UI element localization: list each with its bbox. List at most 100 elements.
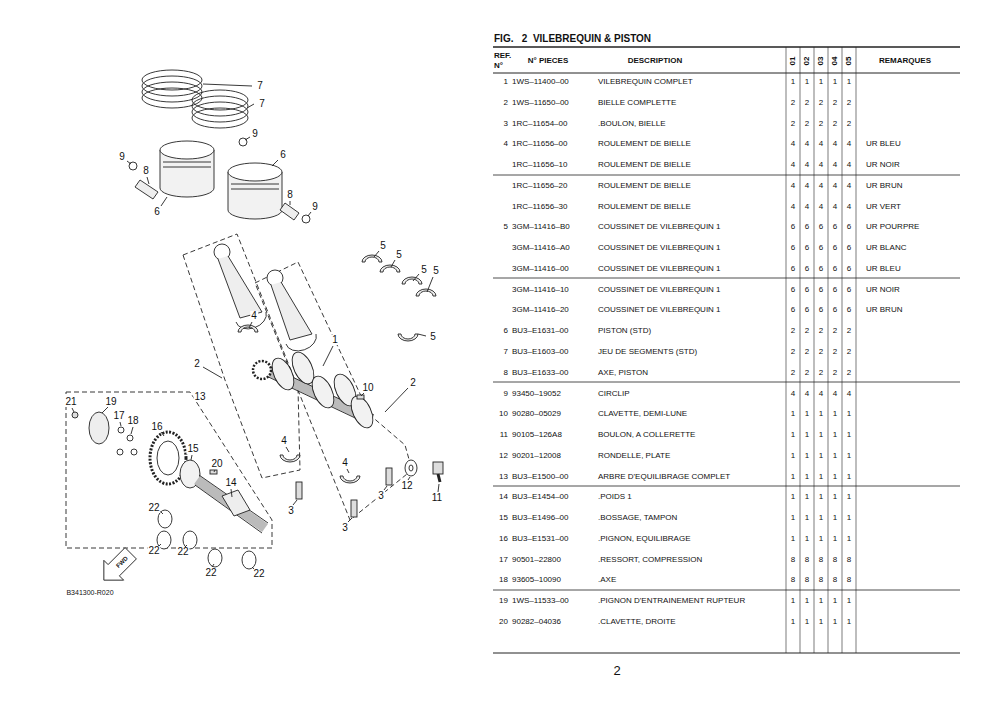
quantity: 1 bbox=[847, 597, 851, 605]
quantity: 1 bbox=[833, 431, 837, 439]
part-description: .AXE bbox=[598, 576, 616, 584]
part-number: 93450–19052 bbox=[512, 390, 561, 398]
quantity: 1 bbox=[847, 410, 851, 418]
callout-number: 15 bbox=[186, 444, 199, 454]
part-description: COUSSINET DE VILEBREQUIN 1 bbox=[598, 286, 721, 294]
remark: UR BLEU bbox=[866, 265, 901, 273]
quantity: 1 bbox=[805, 514, 809, 522]
callout-number: 3 bbox=[287, 506, 295, 516]
remark: UR NOIR bbox=[866, 286, 900, 294]
ref-number: 5 bbox=[504, 223, 508, 231]
quantity: 4 bbox=[847, 182, 851, 190]
ref-number: 19 bbox=[499, 597, 508, 605]
part-number: BU3–E1631–00 bbox=[512, 327, 569, 335]
quantity: 1 bbox=[847, 535, 851, 543]
part-number: 90201–12008 bbox=[512, 452, 561, 460]
column-header: REMARQUES bbox=[879, 57, 931, 65]
ref-number: 6 bbox=[504, 327, 508, 335]
remark: UR BRUN bbox=[866, 306, 902, 314]
quantity: 6 bbox=[819, 306, 823, 314]
part-number: 90501–22800 bbox=[512, 556, 561, 564]
quantity: 4 bbox=[833, 161, 837, 169]
quantity: 1 bbox=[847, 78, 851, 86]
callout-number: 11 bbox=[431, 493, 443, 503]
quantity: 4 bbox=[805, 140, 809, 148]
quantity: 6 bbox=[833, 306, 837, 314]
part-number: 3GM–11416–00 bbox=[512, 265, 569, 273]
callout-number: 5 bbox=[379, 241, 387, 251]
quantity: 1 bbox=[805, 597, 809, 605]
callout-number: 22 bbox=[147, 546, 160, 556]
quantity: 2 bbox=[847, 99, 851, 107]
quantity: 8 bbox=[805, 576, 809, 584]
callout-number: 4 bbox=[341, 458, 349, 468]
ref-number: 7 bbox=[504, 348, 508, 356]
part-description: JEU DE SEGMENTS (STD) bbox=[598, 348, 697, 356]
quantity: 4 bbox=[847, 390, 851, 398]
ref-number: 12 bbox=[499, 452, 508, 460]
column-header: REF. N° bbox=[494, 51, 520, 71]
part-number: 93605–10090 bbox=[512, 576, 561, 584]
quantity: 1 bbox=[805, 431, 809, 439]
quantity: 1 bbox=[791, 493, 795, 501]
page-number: 2 bbox=[613, 664, 620, 677]
quantity: 4 bbox=[819, 161, 823, 169]
part-number: BU3–E1496–00 bbox=[512, 514, 569, 522]
quantity: 1 bbox=[819, 597, 823, 605]
part-description: ARBRE D'EQUILIBRAGE COMPLET bbox=[598, 473, 730, 481]
part-description: ROULEMENT DE BIELLE bbox=[598, 140, 691, 148]
quantity: 8 bbox=[791, 576, 795, 584]
quantity: 1 bbox=[833, 473, 837, 481]
part-number: 3GM–11416–B0 bbox=[512, 223, 570, 231]
ref-number: 15 bbox=[499, 514, 508, 522]
quantity: 1 bbox=[819, 78, 823, 86]
quantity: 2 bbox=[791, 99, 795, 107]
part-number: BU3–E1633–00 bbox=[512, 369, 569, 377]
quantity: 4 bbox=[805, 203, 809, 211]
quantity: 2 bbox=[805, 348, 809, 356]
quantity: 8 bbox=[833, 556, 837, 564]
part-number: 90280–05029 bbox=[512, 410, 561, 418]
callout-number: 9 bbox=[311, 202, 319, 212]
part-description: .BOSSAGE, TAMPON bbox=[598, 514, 677, 522]
quantity: 1 bbox=[805, 78, 809, 86]
callout-number: 22 bbox=[252, 569, 265, 579]
ref-number: 14 bbox=[499, 493, 508, 501]
quantity: 6 bbox=[805, 223, 809, 231]
quantity: 1 bbox=[805, 535, 809, 543]
quantity: 6 bbox=[833, 286, 837, 294]
quantity: 6 bbox=[805, 265, 809, 273]
part-description: .RESSORT, COMPRESSION bbox=[598, 556, 702, 564]
quantity: 1 bbox=[805, 618, 809, 626]
quantity: 6 bbox=[791, 265, 795, 273]
quantity: 6 bbox=[847, 223, 851, 231]
ref-number: 8 bbox=[504, 369, 508, 377]
quantity: 2 bbox=[791, 348, 795, 356]
quantity: 1 bbox=[791, 410, 795, 418]
quantity: 1 bbox=[847, 493, 851, 501]
part-description: ROULEMENT DE BIELLE bbox=[598, 161, 691, 169]
quantity: 2 bbox=[791, 120, 795, 128]
part-description: ROULEMENT DE BIELLE bbox=[598, 203, 691, 211]
part-number: 1RC–11656–20 bbox=[512, 182, 567, 190]
part-description: VILEBREQUIN COMPLET bbox=[598, 78, 693, 86]
callout-number: 10 bbox=[361, 383, 374, 393]
quantity: 1 bbox=[791, 514, 795, 522]
quantity: 1 bbox=[847, 452, 851, 460]
column-header: 03 bbox=[817, 57, 825, 66]
quantity: 1 bbox=[833, 514, 837, 522]
quantity: 2 bbox=[819, 348, 823, 356]
ref-number: 11 bbox=[500, 431, 508, 439]
callout-number: 9 bbox=[251, 129, 259, 139]
quantity: 1 bbox=[805, 452, 809, 460]
quantity: 6 bbox=[847, 286, 851, 294]
callout-number: 3 bbox=[377, 491, 385, 501]
figure-title: FIG. 2 VILEBREQUIN & PISTON bbox=[494, 34, 651, 44]
quantity: 2 bbox=[819, 327, 823, 335]
callout-number: 17 bbox=[112, 411, 125, 421]
part-description: COUSSINET DE VILEBREQUIN 1 bbox=[598, 223, 721, 231]
callout-number: 16 bbox=[150, 422, 163, 432]
ref-number: 9 bbox=[504, 390, 508, 398]
quantity: 1 bbox=[791, 431, 795, 439]
quantity: 6 bbox=[791, 244, 795, 252]
